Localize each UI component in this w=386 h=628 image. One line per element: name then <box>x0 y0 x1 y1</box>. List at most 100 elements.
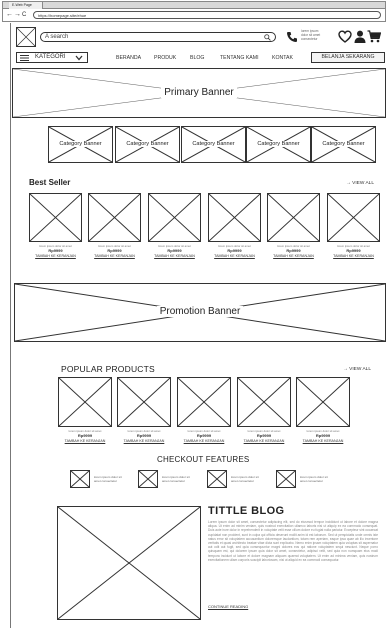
product-card[interactable]: lorem ipsum dolor sit amet Rp9999 TAMBAH… <box>29 193 82 265</box>
feature-image-icon <box>138 470 158 488</box>
add-to-cart-link[interactable]: TAMBAH KE KERANJAN <box>35 254 76 258</box>
checkout-feature: lorem ipsum dolor sit amet consectetur <box>207 470 269 488</box>
primary-banner-label: Primary Banner <box>161 87 237 98</box>
product-image[interactable] <box>296 377 350 427</box>
product-card[interactable]: lorem ipsum dolor sit amet Rp9999 TAMBAH… <box>267 193 320 265</box>
product-image[interactable] <box>88 193 141 242</box>
cart-icon[interactable] <box>367 30 381 43</box>
feature-text: lorem ipsum dolor sit amet consectetur <box>300 475 328 483</box>
product-image[interactable] <box>29 193 82 242</box>
category-banner-label: Category Banner <box>191 141 236 147</box>
product-image[interactable] <box>148 193 201 242</box>
blog-title: TITTLE BLOG <box>208 505 285 517</box>
promotion-banner[interactable]: Promotion Banner <box>14 283 386 342</box>
page-frame <box>10 23 386 628</box>
feature-text: lorem ipsum dolor sit amet consectetur <box>231 475 259 483</box>
popular-products-title: POPULAR PRODUCTS <box>61 364 155 374</box>
feature-image-icon <box>70 470 90 488</box>
add-to-cart-link[interactable]: TAMBAH KE KERANJAN <box>273 254 314 258</box>
category-banner[interactable]: Category Banner <box>48 126 113 163</box>
phone-icon[interactable] <box>286 31 298 43</box>
best-seller-view-all-link[interactable]: → VIEW ALL <box>346 181 374 186</box>
search-placeholder: A search <box>45 34 69 40</box>
product-price: Rp9999 <box>167 248 182 253</box>
search-input[interactable]: A search <box>40 32 276 42</box>
nav-link-tentang-kami[interactable]: TENTANG KAMI <box>220 55 259 61</box>
add-to-cart-link[interactable]: TAMBAH KE KERANJAN <box>154 254 195 258</box>
blog-image[interactable] <box>57 506 201 620</box>
add-to-cart-link[interactable]: TAMBAH KE KERANJAN <box>123 439 165 443</box>
product-card[interactable]: lorem ipsum dolor sit amet Rp9999 TAMBAH… <box>148 193 201 265</box>
product-price: Rp9999 <box>136 433 152 438</box>
product-price: Rp9999 <box>256 433 272 438</box>
product-image[interactable] <box>117 377 171 427</box>
browser-tab[interactable]: E-Web Page <box>9 2 43 9</box>
category-banner-label: Category Banner <box>58 141 103 147</box>
product-card[interactable]: lorem ipsum dolor sit amet Rp9999 TAMBAH… <box>117 377 171 452</box>
product-meta: lorem ipsum dolor sit amet <box>158 244 191 248</box>
product-card[interactable]: lorem ipsum dolor sit amet Rp9999 TAMBAH… <box>327 193 380 265</box>
forward-icon[interactable]: → <box>14 11 21 18</box>
contact-line: dolor sit amet <box>301 33 321 37</box>
product-price: Rp9999 <box>196 433 212 438</box>
nav-link-produk[interactable]: PRODUK <box>154 55 177 61</box>
category-banner[interactable]: Category Banner <box>181 126 246 163</box>
contact-line: consectetur <box>301 37 318 41</box>
add-to-cart-link[interactable]: TAMBAH KE KERANJAN <box>94 254 135 258</box>
shop-now-button[interactable]: BELANJA SEKARANG <box>311 52 385 63</box>
product-card[interactable]: lorem ipsum dolor sit amet Rp9999 TAMBAH… <box>208 193 261 265</box>
best-seller-title: Best Seller <box>29 178 71 187</box>
chevron-down-icon <box>75 55 83 61</box>
nav-link-beranda[interactable]: BERANDA <box>116 55 142 61</box>
product-price: Rp9999 <box>77 433 93 438</box>
back-icon[interactable]: ← <box>6 11 13 18</box>
promotion-banner-label: Promotion Banner <box>156 306 244 317</box>
user-icon[interactable] <box>354 30 366 43</box>
product-meta: lorem ipsum dolor sit amet <box>39 244 72 248</box>
reload-icon[interactable]: C <box>22 12 27 18</box>
nav-link-kontak[interactable]: KONTAK <box>272 55 293 61</box>
add-to-cart-link[interactable]: TAMBAH KE KERANJAN <box>214 254 255 258</box>
product-card[interactable]: lorem ipsum dolor sit amet Rp9999 TAMBAH… <box>296 377 350 452</box>
add-to-cart-link[interactable]: TAMBAH KE KERANJAN <box>243 439 285 443</box>
product-image[interactable] <box>58 377 112 427</box>
product-meta: lorem ipsum dolor sit amet <box>218 244 251 248</box>
logo-placeholder-icon[interactable] <box>16 27 36 47</box>
address-bar[interactable]: https://homepage.site/ehue <box>33 11 381 19</box>
category-dropdown[interactable]: KATEGORI <box>16 52 88 63</box>
popular-products-view-all-link[interactable]: → VIEW ALL <box>343 367 371 372</box>
checkout-feature: lorem ipsum dolor sit amet consectetur <box>276 470 338 488</box>
product-meta: lorem ipsum dolor sit amet <box>277 244 310 248</box>
nav-link-blog[interactable]: BLOG <box>190 55 205 61</box>
continue-reading-link[interactable]: CONTINUE READING <box>208 604 249 609</box>
product-image[interactable] <box>208 193 261 242</box>
category-banner[interactable]: Category Banner <box>311 126 376 163</box>
add-to-cart-link[interactable]: TAMBAH KE KERANJAN <box>183 439 225 443</box>
add-to-cart-link[interactable]: TAMBAH KE KERANJAN <box>333 254 374 258</box>
browser-toolbar: ← → C https://homepage.site/ehue <box>2 9 386 22</box>
add-to-cart-link[interactable]: TAMBAH KE KERANJAN <box>64 439 106 443</box>
contact-info: lorem ipsum dolor sit amet consectetur <box>301 29 331 41</box>
product-image[interactable] <box>177 377 231 427</box>
heart-icon[interactable] <box>338 30 352 43</box>
product-price: Rp9999 <box>286 248 301 253</box>
product-meta: lorem ipsum dolor sit amet <box>247 429 281 433</box>
primary-banner[interactable]: Primary Banner <box>12 68 386 118</box>
product-card[interactable]: lorem ipsum dolor sit amet Rp9999 TAMBAH… <box>58 377 112 452</box>
product-image[interactable] <box>237 377 291 427</box>
category-banner-label: Category Banner <box>321 141 366 147</box>
category-banner-label: Category Banner <box>256 141 301 147</box>
product-image[interactable] <box>327 193 380 242</box>
product-price: Rp9999 <box>346 248 361 253</box>
product-image[interactable] <box>267 193 320 242</box>
search-icon[interactable] <box>264 34 271 41</box>
product-price: Rp9999 <box>107 248 122 253</box>
category-banner[interactable]: Category Banner <box>246 126 311 163</box>
product-card[interactable]: lorem ipsum dolor sit amet Rp9999 TAMBAH… <box>237 377 291 452</box>
product-meta: lorem ipsum dolor sit amet <box>68 429 102 433</box>
product-card[interactable]: lorem ipsum dolor sit amet Rp9999 TAMBAH… <box>177 377 231 452</box>
add-to-cart-link[interactable]: TAMBAH KE KERANJAN <box>302 439 344 443</box>
product-price: Rp9999 <box>48 248 63 253</box>
category-banner[interactable]: Category Banner <box>115 126 180 163</box>
product-card[interactable]: lorem ipsum dolor sit amet Rp9999 TAMBAH… <box>88 193 141 265</box>
